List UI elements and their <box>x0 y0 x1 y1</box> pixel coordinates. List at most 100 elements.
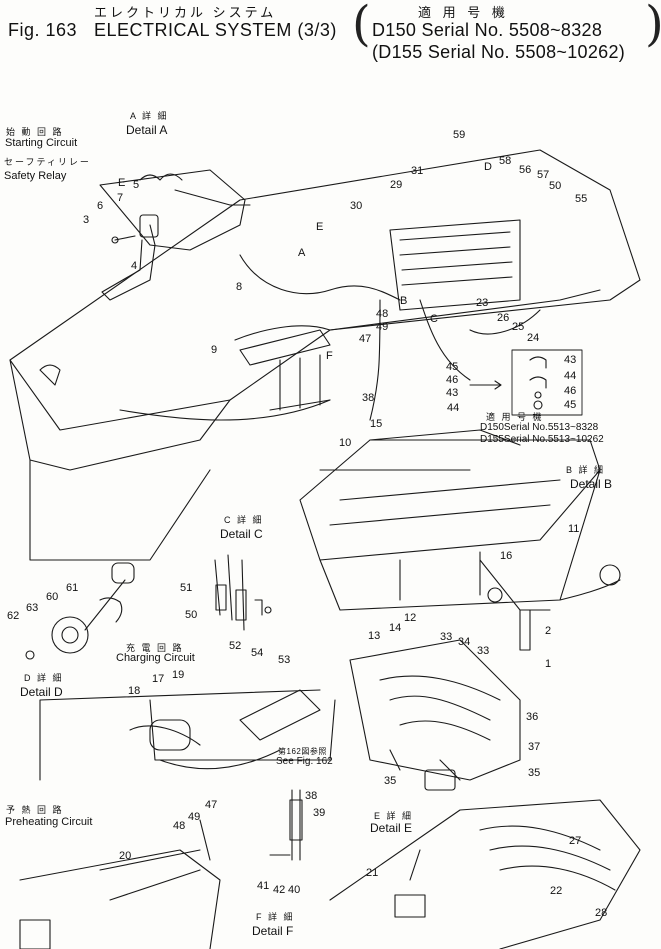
callout-20: 20 <box>119 850 132 862</box>
callout-18: 18 <box>128 685 141 697</box>
detail-f-jp-label: F 詳 細 <box>256 912 295 922</box>
callout-42: 42 <box>273 884 286 896</box>
battery-box-drawing <box>299 429 621 651</box>
callout-36: 36 <box>526 711 539 723</box>
callout-48b: 48 <box>173 820 186 832</box>
callout-15: 15 <box>370 418 383 430</box>
figure-number: Fig. 163 <box>8 20 78 40</box>
callout-50b: 50 <box>185 609 198 621</box>
pointer-letter-e-main: E <box>316 221 324 233</box>
clamp-detail-drawing <box>469 349 583 416</box>
callout-45a: 45 <box>446 361 459 373</box>
detail-a-drawing <box>99 169 251 301</box>
callout-26: 26 <box>497 312 510 324</box>
callout-47b: 47 <box>205 799 218 811</box>
callout-38a: 38 <box>362 392 375 404</box>
preheating-circuit-jp-label: 予 熱 回 路 <box>6 805 64 815</box>
applicability-inset-d155: D155Serial No.5513~10262 <box>480 434 604 445</box>
callout-14: 14 <box>389 622 402 634</box>
callout-21: 21 <box>366 867 379 879</box>
callout-43a: 43 <box>564 354 577 366</box>
callout-44b: 44 <box>447 402 460 414</box>
callout-46a: 46 <box>446 374 459 386</box>
callout-47a: 47 <box>359 333 372 345</box>
safety-relay-jp-label: セーフティリレー <box>4 157 91 167</box>
callout-35b: 35 <box>528 767 541 779</box>
bracket-left: ( <box>352 0 371 52</box>
callout-7: 7 <box>117 192 124 204</box>
callout-53: 53 <box>278 654 291 666</box>
detail-e-jp-label: E 詳 細 <box>374 811 414 821</box>
callout-23: 23 <box>476 297 489 309</box>
pointer-letter-a: A <box>298 247 306 259</box>
frame-outline-drawing <box>39 689 336 781</box>
detail-d-jp-label: D 詳 細 <box>24 673 64 683</box>
callout-22: 22 <box>550 885 563 897</box>
detail-b-label: Detail B <box>570 477 613 491</box>
callout-33b: 33 <box>477 645 490 657</box>
callout-41: 41 <box>257 880 270 892</box>
starting-circuit-jp-label: 始 動 回 路 <box>6 127 64 137</box>
diagram-linework <box>9 149 641 949</box>
callout-33a: 33 <box>440 631 453 643</box>
charging-circuit-jp-label: 充 電 回 路 <box>126 643 184 653</box>
applicability-inset-d150: D150Serial No.5513~8328 <box>480 422 599 433</box>
callout-6: 6 <box>97 200 104 212</box>
callout-29: 29 <box>390 179 403 191</box>
callout-28: 28 <box>595 907 608 919</box>
detail-d-drawing <box>25 562 135 660</box>
bracket-right: ) <box>645 0 661 48</box>
callout-2: 2 <box>545 625 552 637</box>
callout-55: 55 <box>575 193 588 205</box>
callout-51: 51 <box>180 582 193 594</box>
callout-50a: 50 <box>549 180 562 192</box>
detail-a-label: Detail A <box>126 123 168 137</box>
callout-19: 19 <box>172 669 185 681</box>
preheating-circuit-label: Preheating Circuit <box>5 816 93 828</box>
detail-d-label: Detail D <box>20 685 63 699</box>
callout-9: 9 <box>211 344 218 356</box>
pointer-letter-d: D <box>484 161 492 173</box>
callout-43b: 43 <box>446 387 459 399</box>
callout-11: 11 <box>568 523 580 535</box>
applicability-japanese: 適 用 号 機 <box>418 5 509 20</box>
charging-circuit-label: Charging Circuit <box>116 652 195 664</box>
callout-56: 56 <box>519 164 532 176</box>
callout-40: 40 <box>288 884 301 896</box>
pointer-letter-b: B <box>400 295 408 307</box>
callout-16: 16 <box>500 550 513 562</box>
callout-38b: 38 <box>305 790 318 802</box>
callout-10: 10 <box>339 437 352 449</box>
callout-17: 17 <box>152 673 165 685</box>
callout-37: 37 <box>528 741 541 753</box>
callout-12: 12 <box>404 612 417 624</box>
callout-34: 34 <box>458 636 471 648</box>
engine-block-drawing <box>9 149 641 561</box>
preheating-drawing <box>19 819 221 949</box>
detail-a-jp-label: A 詳 細 <box>130 111 169 121</box>
detail-c-drawing <box>214 554 272 631</box>
callout-59: 59 <box>453 129 466 141</box>
applicability-inset-jp: 適 用 号 機 <box>486 412 544 422</box>
callout-49b: 49 <box>188 811 201 823</box>
callout-35a: 35 <box>384 775 397 787</box>
callout-8: 8 <box>236 281 243 293</box>
detail-b-jp-label: B 詳 細 <box>566 465 606 475</box>
callout-57: 57 <box>537 169 550 181</box>
callout-27: 27 <box>569 835 582 847</box>
callout-58: 58 <box>499 155 512 167</box>
callout-52: 52 <box>229 640 242 652</box>
detail-e-label: Detail E <box>370 821 413 835</box>
bottom-engine-drawing <box>329 799 641 949</box>
detail-e-drawing <box>349 639 521 791</box>
figure-title-japanese: エレクトリカル システム <box>94 5 277 20</box>
figure-title: ELECTRICAL SYSTEM (3/3) <box>94 20 337 40</box>
detail-c-jp-label: C 詳 細 <box>224 515 264 525</box>
serial-range-d150: D150 Serial No. 5508~8328 <box>372 20 603 40</box>
callout-31: 31 <box>411 165 424 177</box>
see-figure-label: See Fig. 162 <box>276 756 333 767</box>
detail-f-label: Detail F <box>252 924 294 938</box>
safety-relay-label: Safety Relay <box>4 170 67 182</box>
callout-24: 24 <box>527 332 540 344</box>
callout-49a: 49 <box>376 321 389 333</box>
